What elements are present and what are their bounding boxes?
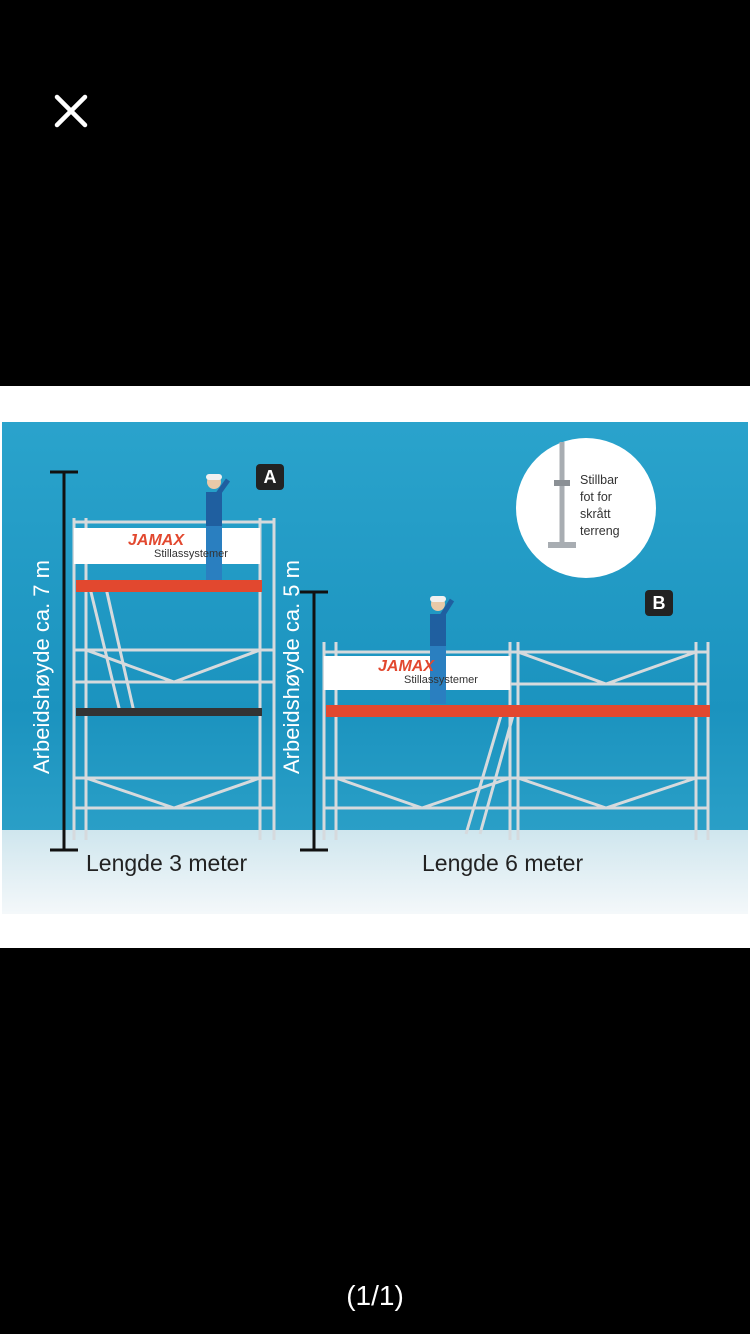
inset-line-2: fot for bbox=[580, 490, 612, 504]
inset-caption: Stillbar fot for skrått terreng bbox=[580, 472, 620, 540]
height-label-a: Arbeidshøyde ca. 7 m bbox=[29, 560, 54, 774]
worker-a bbox=[206, 474, 231, 580]
height-bar-a bbox=[50, 470, 78, 852]
banner-b-brand: JAMAX bbox=[378, 658, 435, 675]
inset-adjustable-foot bbox=[516, 438, 656, 578]
close-icon bbox=[54, 94, 88, 128]
worker-b bbox=[430, 596, 455, 704]
length-label-a: Lengde 3 meter bbox=[86, 850, 248, 876]
image-counter: (1/1) bbox=[346, 1280, 404, 1311]
banner-a-brand: JAMAX bbox=[128, 532, 185, 549]
badge-a bbox=[256, 464, 284, 490]
deck-b bbox=[326, 705, 710, 717]
badge-b bbox=[645, 590, 673, 616]
height-label-b: Arbeidshøyde ca. 5 m bbox=[279, 560, 304, 774]
close-button[interactable] bbox=[48, 88, 94, 134]
inset-line-1: Stillbar bbox=[580, 473, 619, 487]
scaffold-a bbox=[72, 518, 276, 840]
floor bbox=[2, 830, 748, 914]
badge-a-label: A bbox=[263, 467, 277, 487]
deck-a-top bbox=[76, 580, 262, 592]
deck-a-mid bbox=[76, 708, 262, 716]
banner-b bbox=[324, 656, 510, 690]
banner-a bbox=[74, 528, 260, 564]
badge-b-label: B bbox=[652, 593, 666, 613]
scaffold-illustration bbox=[2, 422, 748, 914]
inset-line-3: skrått bbox=[580, 507, 611, 521]
inset-line-4: terreng bbox=[580, 524, 620, 538]
length-label-b: Lengde 6 meter bbox=[422, 850, 584, 876]
product-photo[interactable]: A B JAMAX Stillassystemer JAMAX Stillass… bbox=[2, 422, 748, 914]
image-frame: A B JAMAX Stillassystemer JAMAX Stillass… bbox=[0, 386, 750, 948]
banner-b-subtitle: Stillassystemer bbox=[404, 674, 478, 686]
height-bar-b bbox=[300, 590, 328, 852]
banner-a-subtitle: Stillassystemer bbox=[154, 548, 228, 560]
